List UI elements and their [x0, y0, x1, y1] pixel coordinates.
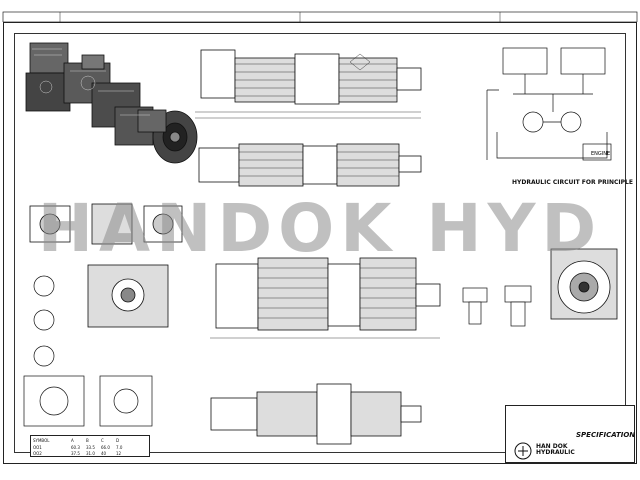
- drawing-sheet: [3, 22, 637, 464]
- small-front-views: [29, 203, 183, 245]
- table-cell: 66.0: [101, 445, 110, 450]
- pump-end-view-left: [87, 264, 169, 328]
- pump-end-view-right: [550, 248, 618, 320]
- drawing-frame: [14, 33, 626, 453]
- flange-detail-views: [33, 275, 55, 367]
- table-cell: 37.5: [71, 451, 80, 456]
- mount-table-header-2: B: [86, 438, 89, 443]
- mount-table-header-1: A: [71, 438, 74, 443]
- circuit-engine-label: ENGINE: [591, 151, 610, 157]
- table-cell: 31.0: [86, 451, 95, 456]
- company-logo-icon: [514, 442, 532, 460]
- mount-table-header-0: SYMBOL: [33, 438, 50, 443]
- pump-side-view-middle: [210, 257, 441, 339]
- shaft-details: [462, 285, 532, 327]
- table-row: OO1: [33, 445, 42, 450]
- top-border: [2, 11, 638, 22]
- table-cell: 12: [116, 451, 122, 456]
- mount-table-header-4: D: [116, 438, 120, 443]
- mount-table-header-3: C: [101, 438, 104, 443]
- circuit-caption: HYDRAULIC CIRCUIT FOR PRINCIPLE: [512, 179, 633, 186]
- pump-side-view-bottom: [210, 383, 422, 445]
- table-cell: 40: [101, 451, 107, 456]
- pump-top-view: [198, 143, 422, 187]
- table-cell: 33.5: [86, 445, 95, 450]
- table-row: OO2: [33, 451, 42, 456]
- flange-mounting-views: [23, 375, 153, 427]
- watermark: HANDOK HYD: [37, 190, 603, 267]
- spec-title: SPECIFICATION: [576, 431, 636, 439]
- table-cell: 7.0: [116, 445, 123, 450]
- company-logo: HAN DOK HYDRAULIC: [536, 443, 575, 456]
- mount-table: SYMBOL A B C D OO1 60.3 33.5 66.0 7.0 OO…: [30, 435, 150, 457]
- hydraulic-circuit-diagram: ENGINE: [486, 47, 612, 161]
- title-block: SPECIFICATION HAN DOK HYDRAULIC: [505, 405, 635, 463]
- table-cell: 60.3: [71, 445, 80, 450]
- pump-side-view-top: [195, 49, 422, 119]
- pump-isometric-view: [25, 42, 198, 164]
